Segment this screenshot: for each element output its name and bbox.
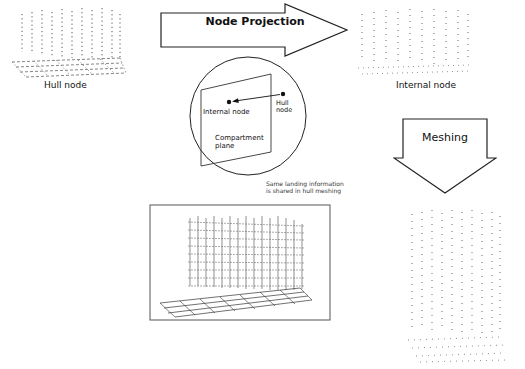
node-label: Hull node: [276, 100, 304, 115]
hull-node-dot: [281, 92, 285, 96]
node-label: Node Projection: [200, 16, 310, 29]
compartment-plane: [201, 74, 271, 166]
internal-node-cloud: [358, 9, 472, 74]
caption-label: Internal node: [396, 80, 476, 90]
projection-line: [235, 95, 280, 102]
detail-circle: Internal node Hull nodeCompartment plane: [189, 56, 307, 176]
node-label: Internal node: [203, 108, 261, 116]
hull-node-cloud: [12, 8, 126, 77]
caption-label: Hull node: [44, 80, 114, 90]
arrow-outline: [394, 119, 496, 193]
projection-head: [232, 98, 239, 103]
node-label: Meshing: [407, 132, 483, 145]
process-arrow: Meshing: [393, 118, 497, 194]
arrow-outline: [161, 4, 347, 56]
node-label: Compartment plane: [215, 134, 269, 150]
process-arrow-outline: [393, 118, 497, 194]
note-text: Same landing information is shared in hu…: [266, 181, 350, 195]
internal-node-dot: [227, 100, 231, 104]
circle-outline: [190, 57, 306, 175]
process-arrow: Node Projection: [160, 3, 348, 57]
hull-mesh-picture: [150, 205, 330, 320]
meshed-internal-cloud: [408, 210, 506, 362]
process-arrow-outline: [160, 3, 348, 57]
